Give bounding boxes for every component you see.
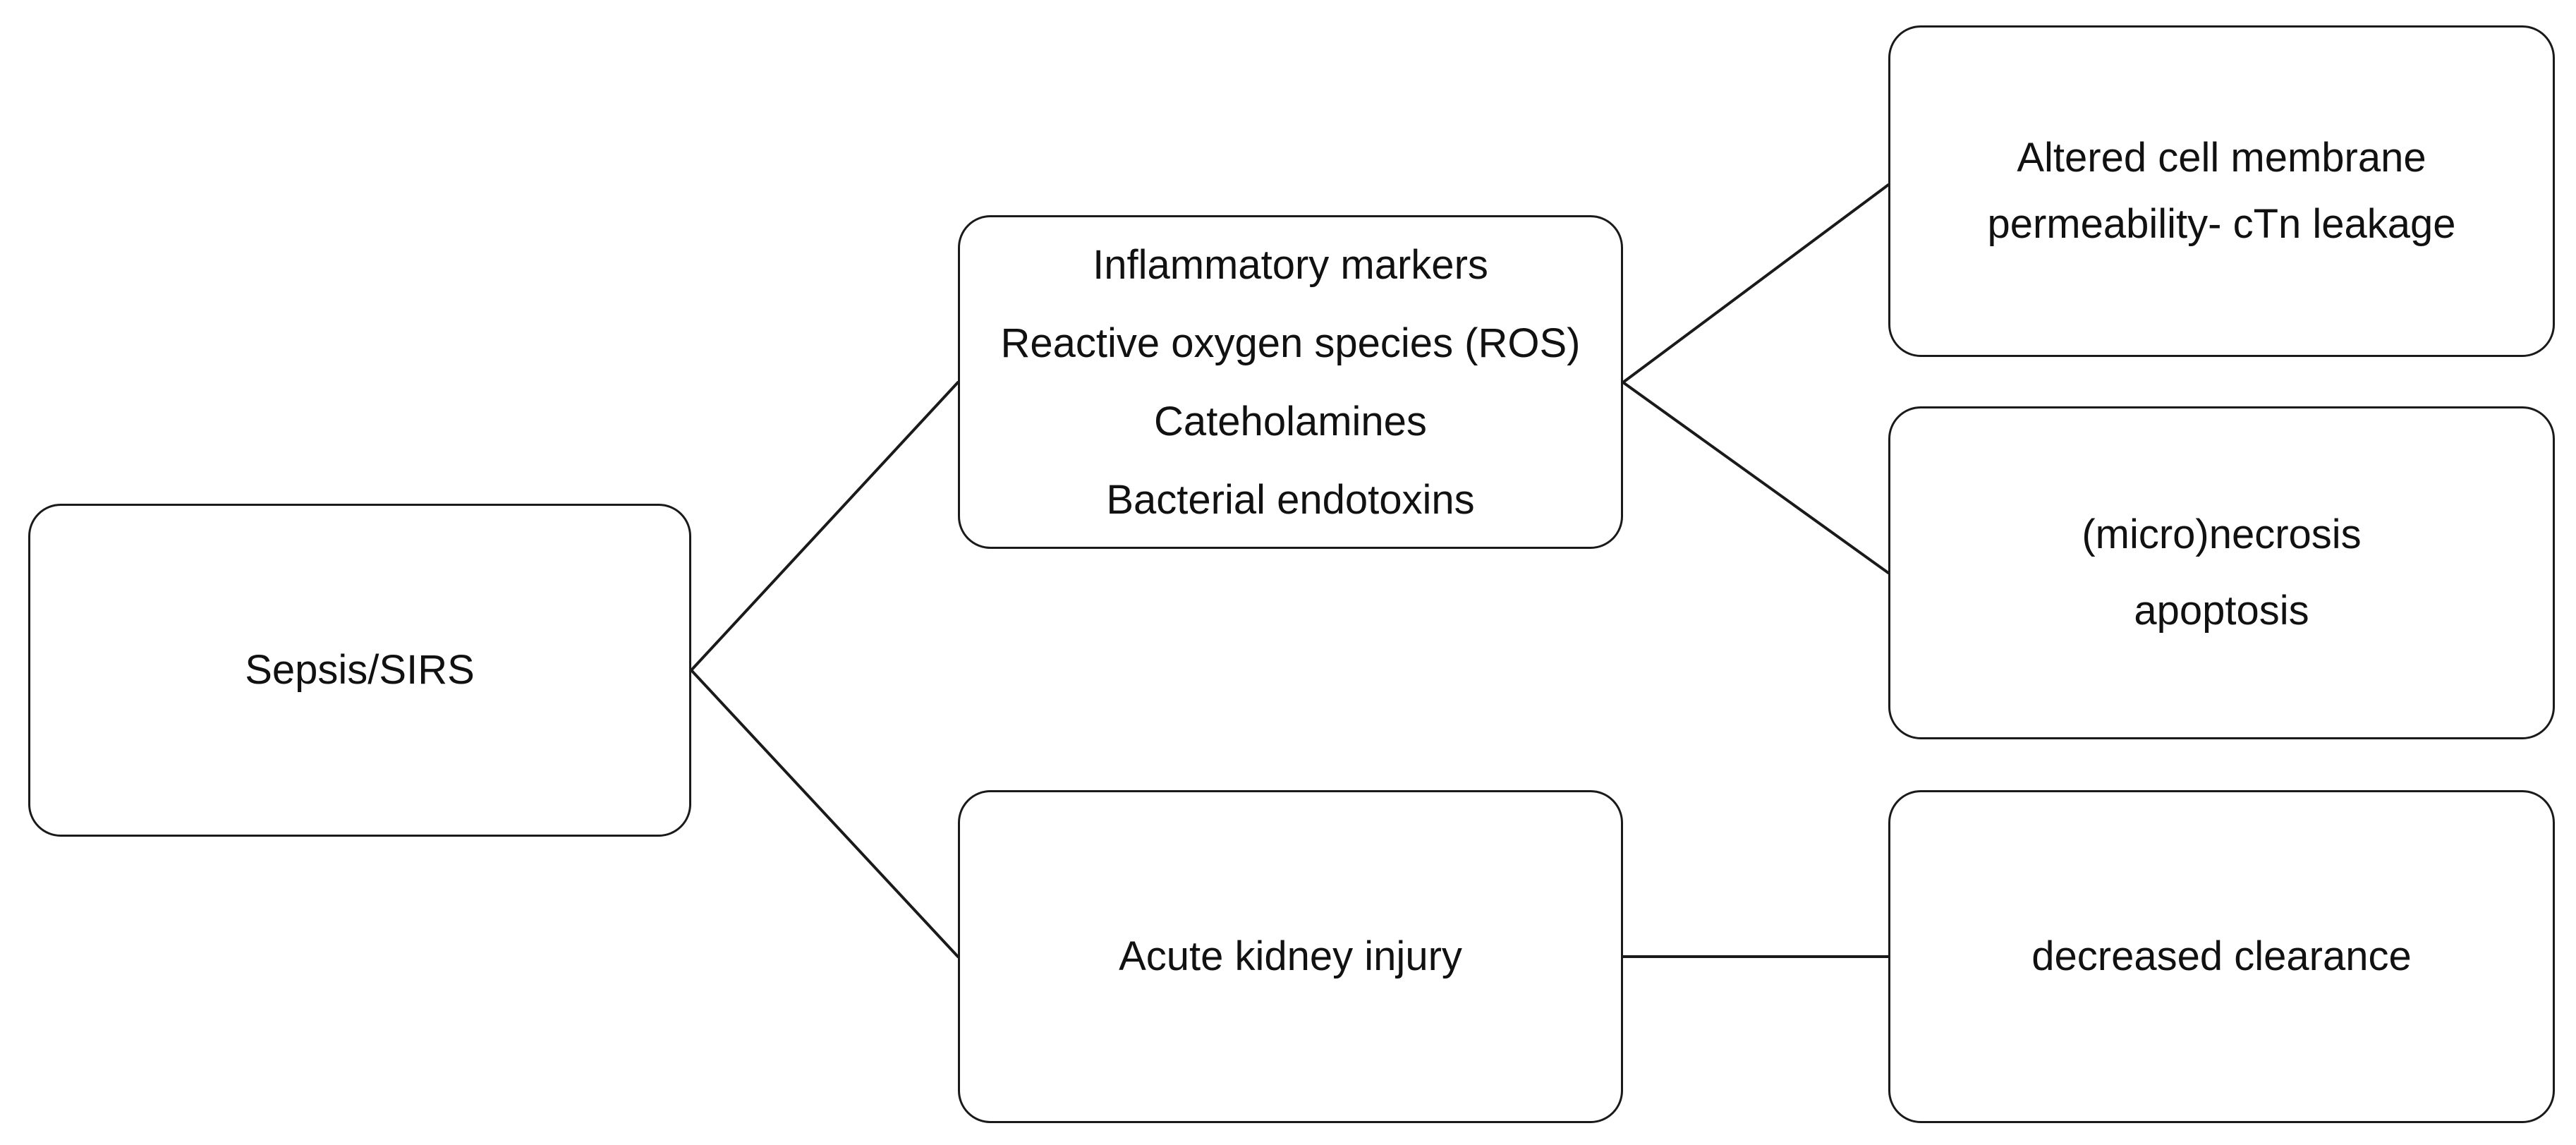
node-label-endotoxins: Bacterial endotoxins (1106, 476, 1475, 523)
node-necrosis-apoptosis: (micro)necrosis apoptosis (1888, 406, 2555, 739)
node-sepsis-sirs: Sepsis/SIRS (28, 504, 691, 837)
edge-mediators-to-membrane (1622, 183, 1890, 384)
node-mediators: Inflammatory markers Reactive oxygen spe… (958, 215, 1623, 549)
node-decreased-clearance: decreased clearance (1888, 790, 2555, 1123)
node-label-line-1: Altered cell membrane (2017, 135, 2426, 181)
node-label-apoptosis: apoptosis (2134, 588, 2309, 634)
edge-sepsis-to-mediators (690, 381, 959, 672)
node-label-necrosis: (micro)necrosis (2082, 511, 2362, 557)
node-label: Acute kidney injury (1119, 933, 1462, 979)
node-acute-kidney-injury: Acute kidney injury (958, 790, 1623, 1123)
node-label-ros: Reactive oxygen species (ROS) (1000, 320, 1581, 366)
node-membrane-permeability: Altered cell membrane permeability- cTn … (1888, 25, 2555, 357)
node-label-catecholamines: Cateholamines (1154, 398, 1427, 444)
node-label-inflammatory-markers: Inflammatory markers (1093, 241, 1488, 288)
node-label-line-2: permeability- cTn leakage (1987, 201, 2456, 247)
node-label: Sepsis/SIRS (245, 646, 475, 693)
edge-sepsis-to-aki (690, 669, 959, 958)
node-label: decreased clearance (2031, 933, 2412, 979)
edge-mediators-to-necrosis (1622, 381, 1890, 574)
